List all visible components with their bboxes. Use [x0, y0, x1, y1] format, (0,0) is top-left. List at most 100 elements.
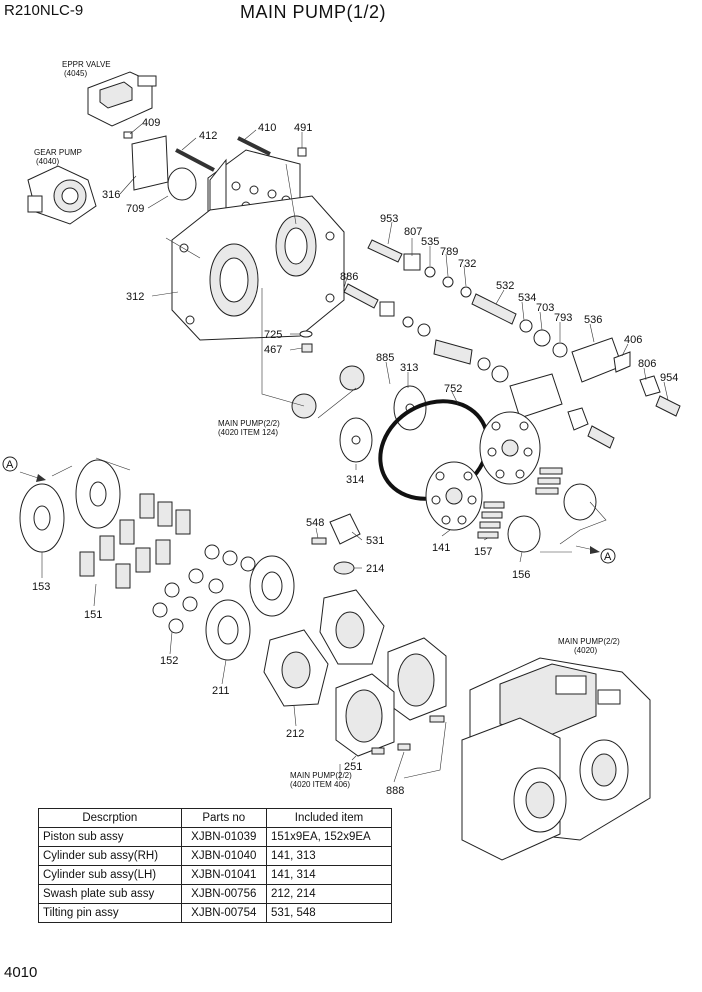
part-label-251: 251	[344, 761, 362, 773]
part-label-534: 534	[518, 292, 536, 304]
table-cell: XJBN-00754	[180, 903, 267, 923]
part-label-532: 532	[496, 280, 514, 292]
table-cell: 141, 314	[265, 865, 393, 885]
table-cell: Cylinder sub assy(LH)	[38, 865, 182, 885]
spool-lower-drawing	[343, 283, 615, 449]
part-label-316: 316	[102, 189, 120, 201]
table-cell: Piston sub assy	[38, 827, 182, 847]
part-label-412: 412	[199, 130, 217, 142]
main-pump-ref-a-line1: MAIN PUMP(2/2)	[218, 419, 280, 428]
bushing-upper	[563, 483, 597, 521]
part-label-409: 409	[142, 117, 160, 129]
springs-157-drawing	[477, 467, 563, 539]
part-label-152: 152	[160, 655, 178, 667]
part-label-406: 406	[624, 334, 642, 346]
gear-pump-label: GEAR PUMP	[34, 148, 82, 157]
part-label-732: 732	[458, 258, 476, 270]
assembled-pump-drawing	[461, 657, 651, 861]
page-title: MAIN PUMP(1/2)	[240, 2, 387, 22]
main-pump-ref-c-line2: (4020)	[574, 646, 597, 655]
table-cell: XJBN-01041	[180, 865, 267, 885]
table-row: Tilting pin assy XJBN-00754 531, 548	[38, 903, 393, 923]
part-label-536: 536	[584, 314, 602, 326]
view-a-letter-left: A	[6, 459, 14, 471]
eppr-valve-label: EPPR VALVE	[62, 60, 111, 69]
part-label-752: 752	[444, 383, 462, 395]
pin-548	[311, 537, 327, 545]
part-label-410: 410	[258, 122, 276, 134]
part-label-312: 312	[126, 291, 144, 303]
part-label-314: 314	[346, 474, 364, 486]
part-label-789: 789	[440, 246, 458, 258]
part-label-725: 725	[264, 329, 282, 341]
support-plates-drawing	[335, 637, 447, 757]
part-label-888: 888	[386, 785, 404, 797]
part-label-703: 703	[536, 302, 554, 314]
bushing-214	[333, 561, 355, 575]
table-cell: XJBN-01040	[180, 846, 267, 866]
view-a-marker-right	[600, 548, 616, 564]
table-cell: XJBN-00756	[180, 884, 267, 904]
page-number: 4010	[4, 964, 38, 981]
part-label-153: 153	[32, 581, 50, 593]
part-label-214: 214	[366, 563, 384, 575]
part-label-793: 793	[554, 312, 572, 324]
table-row: Cylinder sub assy(LH) XJBN-01041 141, 31…	[38, 865, 393, 885]
bolts-top	[123, 131, 307, 172]
o-ring-725	[299, 330, 313, 338]
part-label-141: 141	[432, 542, 450, 554]
table-cell: Cylinder sub assy(RH)	[38, 846, 182, 866]
part-label-548: 548	[306, 517, 324, 529]
view-arrow-right	[590, 546, 600, 554]
cylinder-blocks-drawing	[425, 411, 541, 531]
plug-467	[301, 343, 313, 353]
shoes-152-drawing	[152, 544, 256, 634]
pump-housing-drawing	[171, 195, 345, 341]
main-pump-ref-a-line2: (4020 ITEM 124)	[218, 428, 278, 437]
tilting-pin-531	[329, 513, 361, 545]
part-label-531: 531	[366, 535, 384, 547]
gear-pump-ref: (4040)	[36, 157, 59, 166]
part-label-886: 886	[340, 271, 358, 283]
main-pump-ref-c-line1: MAIN PUMP(2/2)	[558, 637, 620, 646]
table-cell: Swash plate sub assy	[38, 884, 182, 904]
leader-lines	[41, 123, 669, 783]
table-header-row: Descrption Parts no Included item	[38, 808, 393, 828]
view-arrow-left	[36, 474, 46, 482]
table-cell: 531, 548	[265, 903, 393, 923]
part-label-535: 535	[421, 236, 439, 248]
bearing-upper	[339, 365, 365, 391]
model-code: R210NLC-9	[4, 2, 84, 19]
table-cell: XJBN-01039	[180, 827, 267, 847]
part-label-491: 491	[294, 122, 312, 134]
gear-pump-drawing	[27, 165, 97, 225]
bushing-156	[507, 515, 541, 553]
main-pump-ref-b-line1: MAIN PUMP(2/2)	[290, 771, 352, 780]
col-header-parts-no: Parts no	[180, 808, 267, 828]
table-row: Piston sub assy XJBN-01039 151x9EA, 152x…	[38, 827, 393, 847]
table-cell: 141, 313	[265, 846, 393, 866]
table-row: Cylinder sub assy(RH) XJBN-01040 141, 31…	[38, 846, 393, 866]
sub-assembly-table: Descrption Parts no Included item Piston…	[38, 808, 393, 923]
part-label-806: 806	[638, 358, 656, 370]
control-spool-drawing	[367, 239, 681, 417]
part-label-954: 954	[660, 372, 678, 384]
set-plates-153-drawing	[19, 459, 121, 553]
part-label-953: 953	[380, 213, 398, 225]
swash-plates-drawing	[263, 589, 385, 707]
table-cell: Tilting pin assy	[38, 903, 182, 923]
part-number-labels: 409 412 410 491 316 709 312 953 807 535 …	[32, 117, 678, 797]
part-label-151: 151	[84, 609, 102, 621]
view-a-letter-right: A	[604, 551, 612, 563]
table-row: Swash plate sub assy XJBN-00756 212, 214	[38, 884, 393, 904]
part-label-212: 212	[286, 728, 304, 740]
eppr-valve-drawing	[87, 71, 157, 127]
part-label-807: 807	[404, 226, 422, 238]
pistons-151-drawing	[79, 493, 191, 589]
eppr-valve-ref: (4045)	[64, 69, 87, 78]
part-label-211: 211	[212, 685, 230, 697]
part-label-156: 156	[512, 569, 530, 581]
main-pump-ref-b-line2: (4020 ITEM 406)	[290, 780, 350, 789]
part-label-157: 157	[474, 546, 492, 558]
